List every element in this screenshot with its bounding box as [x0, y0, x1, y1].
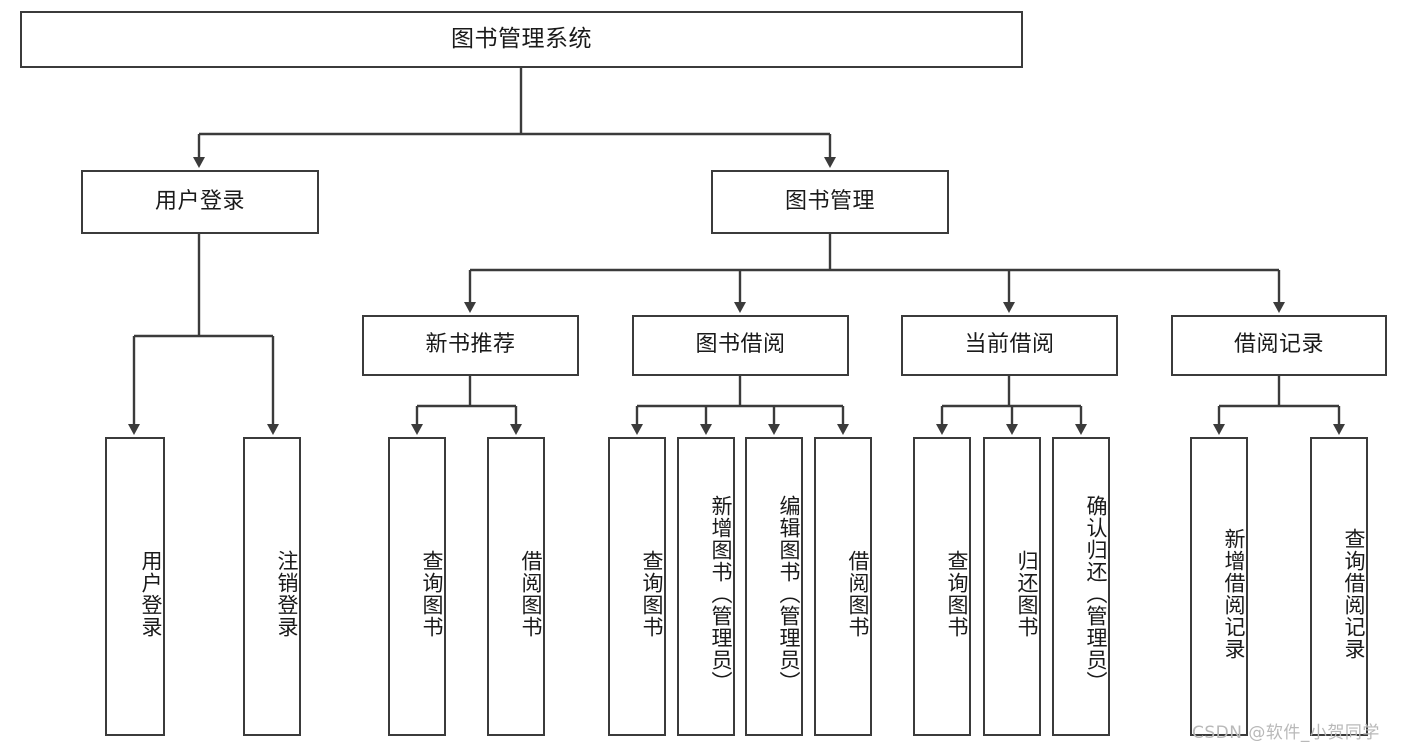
leaf-query-book-borrow[interactable]: 查询图书: [608, 437, 666, 736]
watermark: CSDN @软件_小贺同学: [1192, 718, 1380, 743]
node-label: 归还图书: [1015, 549, 1039, 638]
node-book-borrow[interactable]: 图书借阅: [632, 315, 849, 376]
node-book-management[interactable]: 图书管理: [711, 170, 949, 234]
node-label: 图书借阅: [695, 332, 786, 358]
leaf-edit-book-admin[interactable]: 编辑图书（管理员）: [745, 437, 803, 736]
node-label: 查询借阅记录: [1342, 527, 1366, 660]
node-label: 用户登录: [139, 549, 163, 638]
node-new-book-recommend[interactable]: 新书推荐: [362, 315, 579, 376]
node-label: 新增借阅记录: [1222, 527, 1246, 660]
leaf-add-borrow-record[interactable]: 新增借阅记录: [1190, 437, 1248, 736]
leaf-query-book-current[interactable]: 查询图书: [913, 437, 971, 736]
node-label: 查询图书: [420, 549, 444, 638]
leaf-logout[interactable]: 注销登录: [243, 437, 301, 736]
node-label: 编辑图书（管理员）: [777, 494, 801, 693]
node-borrow-record[interactable]: 借阅记录: [1171, 315, 1387, 376]
node-label: 新书推荐: [425, 332, 516, 358]
watermark-text: CSDN @软件_小贺同学: [1192, 723, 1380, 743]
leaf-query-book-newbook[interactable]: 查询图书: [388, 437, 446, 736]
node-current-borrow[interactable]: 当前借阅: [901, 315, 1118, 376]
node-label: 查询图书: [945, 549, 969, 638]
node-label: 用户登录: [154, 188, 245, 214]
node-label: 图书管理: [784, 188, 875, 214]
leaf-user-login[interactable]: 用户登录: [105, 437, 165, 736]
node-label: 当前借阅: [964, 332, 1055, 358]
node-label: 查询图书: [640, 549, 664, 638]
leaf-add-book-admin[interactable]: 新增图书（管理员）: [677, 437, 735, 736]
node-label: 图书管理系统: [451, 25, 592, 52]
node-label: 注销登录: [275, 549, 299, 638]
leaf-query-borrow-record[interactable]: 查询借阅记录: [1310, 437, 1368, 736]
node-user-login[interactable]: 用户登录: [81, 170, 319, 234]
leaf-return-book[interactable]: 归还图书: [983, 437, 1041, 736]
node-label: 借阅图书: [846, 549, 870, 638]
node-label: 确认归还（管理员）: [1084, 494, 1108, 693]
leaf-borrow-book-newbook[interactable]: 借阅图书: [487, 437, 545, 736]
node-label: 借阅图书: [519, 549, 543, 638]
leaf-confirm-return-admin[interactable]: 确认归还（管理员）: [1052, 437, 1110, 736]
node-label: 新增图书（管理员）: [709, 494, 733, 693]
node-root-system[interactable]: 图书管理系统: [20, 11, 1023, 68]
node-label: 借阅记录: [1233, 332, 1324, 358]
leaf-lend-book[interactable]: 借阅图书: [814, 437, 872, 736]
